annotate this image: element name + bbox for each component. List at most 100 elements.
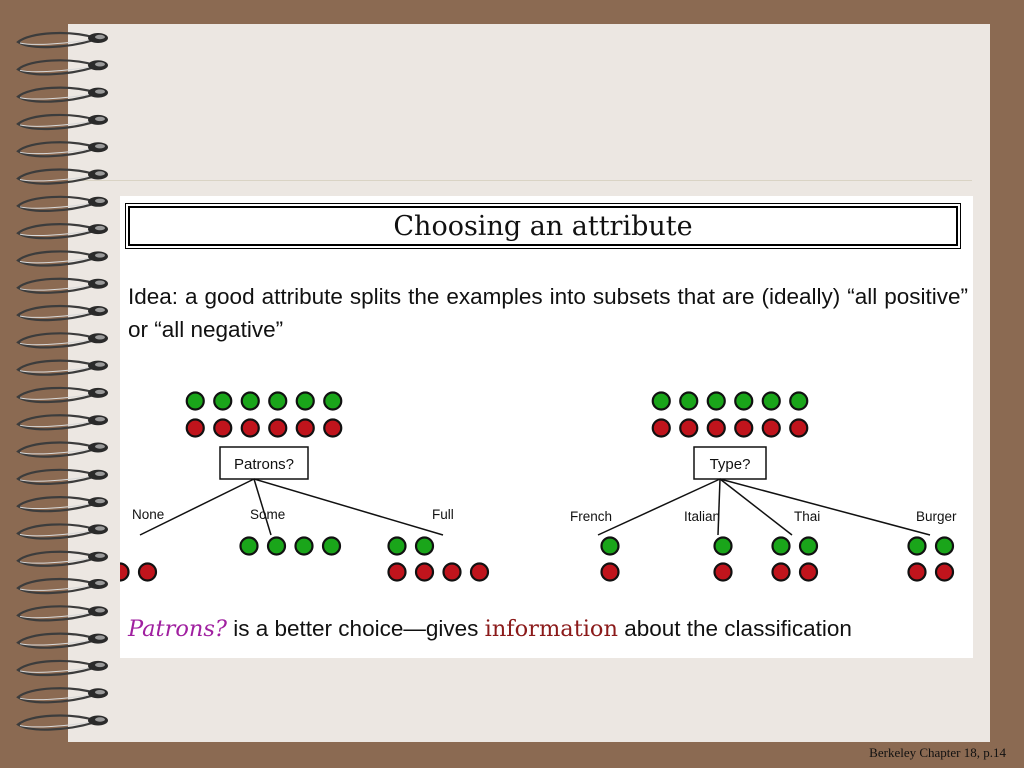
spiral-hole-shine-icon — [95, 526, 105, 531]
spiral-ring-icon — [16, 332, 97, 349]
negative-example-dot — [240, 418, 260, 438]
positive-example-dot — [239, 536, 259, 556]
spiral-ring-highlight-icon — [19, 311, 95, 318]
negative-example-dot — [761, 418, 781, 438]
spiral-hole-shine-icon — [95, 635, 105, 640]
spiral-ring-icon — [16, 632, 97, 649]
spiral-hole-shine-icon — [95, 34, 105, 40]
branch-label: Burger — [916, 509, 957, 524]
branch-line — [253, 478, 444, 536]
spiral-ring-highlight-icon — [19, 175, 95, 182]
spiral-ring-highlight-icon — [19, 147, 95, 155]
spiral-ring-highlight-icon — [19, 611, 95, 619]
spiral-ring-icon — [16, 359, 97, 376]
positive-example-dot — [651, 391, 671, 411]
spiral-ring-icon — [16, 523, 97, 540]
conclusion-text-before: is a better choice—gives — [227, 616, 485, 641]
negative-example-dot — [651, 418, 671, 438]
negative-example-dot — [323, 418, 343, 438]
positive-example-dot — [771, 536, 791, 556]
branch-line — [719, 478, 793, 536]
spiral-hole-shine-icon — [95, 62, 105, 67]
spiral-ring-highlight-icon — [19, 666, 95, 673]
spiral-ring-highlight-icon — [19, 475, 95, 482]
spiral-ring-icon — [16, 441, 97, 458]
idea-text: Idea: a good attribute splits the exampl… — [128, 284, 968, 342]
negative-example-dot — [268, 418, 288, 438]
positive-example-dot — [323, 391, 343, 411]
spiral-ring-icon — [16, 414, 97, 431]
negative-example-dot — [185, 418, 205, 438]
positive-example-dot — [679, 391, 699, 411]
spiral-hole-shine-icon — [95, 307, 105, 313]
spiral-hole-shine-icon — [95, 498, 105, 504]
branch-line — [719, 478, 931, 536]
negative-example-dot — [600, 562, 620, 582]
positive-example-dot — [213, 391, 233, 411]
positive-example-dot — [266, 536, 287, 556]
negative-example-dot — [789, 418, 809, 438]
spiral-ring-icon — [16, 714, 97, 731]
spiral-ring-highlight-icon — [19, 256, 95, 264]
spiral-ring-highlight-icon — [19, 502, 95, 510]
slide-title: Choosing an attribute — [393, 210, 693, 242]
spiral-hole-shine-icon — [95, 144, 105, 149]
negative-example-dot — [295, 418, 315, 438]
negative-example-dot — [798, 562, 819, 582]
positive-example-dot — [761, 391, 781, 411]
positive-example-dot — [907, 536, 927, 556]
negative-example-dot — [771, 562, 791, 582]
spiral-ring-highlight-icon — [19, 529, 95, 537]
negative-example-dot — [734, 418, 754, 438]
attribute-node-box — [219, 446, 309, 480]
spiral-ring-icon — [16, 277, 97, 294]
spiral-ring-highlight-icon — [19, 693, 95, 701]
spiral-ring-highlight-icon — [19, 420, 95, 428]
branch-line — [139, 478, 255, 536]
spiral-ring-highlight-icon — [19, 38, 95, 45]
spiral-ring-icon — [16, 496, 97, 513]
slide-title-box: Choosing an attribute — [125, 203, 961, 249]
spiral-ring-icon — [16, 250, 97, 267]
spiral-hole-shine-icon — [95, 608, 105, 613]
conclusion-text: Patrons? is a better choice—gives inform… — [128, 616, 852, 642]
negative-example-dot — [934, 562, 955, 582]
spiral-ring-highlight-icon — [19, 120, 95, 127]
negative-example-dot — [442, 562, 462, 582]
spiral-ring-icon — [16, 659, 97, 677]
spiral-hole-shine-icon — [95, 471, 105, 476]
conclusion-text-after: about the classification — [617, 616, 852, 641]
spiral-hole-shine-icon — [95, 717, 105, 722]
spiral-ring-icon — [16, 141, 97, 158]
negative-example-dot — [706, 418, 726, 438]
spiral-hole-shine-icon — [95, 225, 105, 231]
spiral-ring-icon — [16, 195, 97, 212]
spiral-ring-highlight-icon — [19, 557, 95, 564]
spiral-hole-shine-icon — [95, 662, 105, 668]
spiral-ring-icon — [16, 550, 97, 567]
spiral-ring-highlight-icon — [19, 229, 95, 237]
spiral-hole-shine-icon — [95, 690, 105, 695]
spiral-ring-highlight-icon — [19, 284, 95, 291]
positive-example-dot — [734, 391, 754, 411]
spiral-hole-shine-icon — [95, 116, 105, 122]
spiral-ring-highlight-icon — [19, 721, 95, 728]
branch-label: Italian — [684, 509, 720, 524]
spiral-ring-icon — [16, 687, 97, 704]
slide-image: Choosing an attribute Idea: a good attri… — [120, 196, 973, 658]
spiral-ring-icon — [16, 386, 97, 404]
spiral-hole-shine-icon — [95, 580, 105, 586]
spiral-hole-shine-icon — [95, 335, 105, 340]
spiral-hole-shine-icon — [95, 553, 105, 558]
attribute-node-box — [693, 446, 767, 480]
branch-line — [253, 478, 272, 536]
spiral-hole-shine-icon — [95, 444, 105, 449]
negative-example-dot — [679, 418, 699, 438]
positive-example-dot — [789, 391, 809, 411]
spiral-ring-icon — [16, 168, 97, 185]
spiral-ring-icon — [16, 223, 97, 240]
branch-label: Full — [432, 507, 454, 522]
spiral-hole-shine-icon — [95, 171, 105, 176]
spiral-ring-icon — [16, 113, 97, 131]
spiral-ring-icon — [16, 59, 97, 76]
